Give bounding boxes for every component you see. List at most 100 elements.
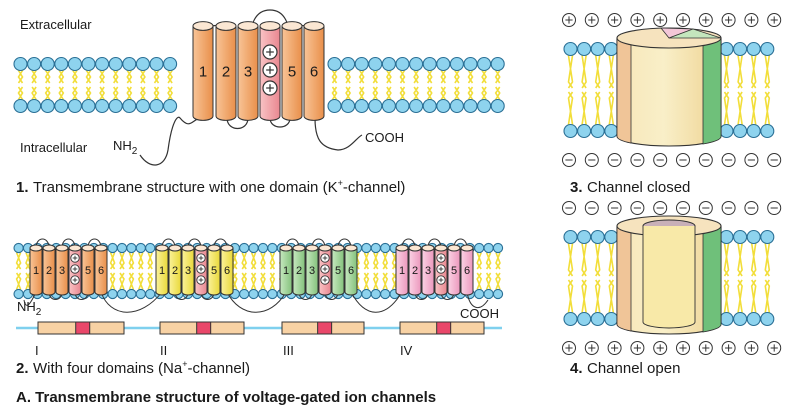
minus-circle-icon: [585, 154, 598, 167]
plus-circle-icon: [745, 14, 758, 27]
figure-title: A. Transmembrane structure of voltage-ga…: [16, 389, 436, 406]
helix-number: 6: [224, 265, 230, 277]
lipid-head: [369, 58, 382, 71]
caption-4: Channel open: [587, 360, 680, 377]
lipid-head: [96, 58, 109, 71]
membrane-closed-left: [564, 43, 618, 138]
helix-top: [95, 245, 107, 251]
lipid-head: [437, 58, 450, 71]
lipid-head: [68, 58, 81, 71]
caption-3-number: 3.: [570, 179, 583, 196]
helix-segment-6: 6: [304, 22, 324, 121]
loop-nh2: [140, 117, 200, 165]
lipid-head: [423, 58, 436, 71]
channel-subunit-green: [703, 38, 721, 144]
domain-4-helix-2: 2: [409, 245, 421, 295]
lipid-head: [591, 43, 604, 56]
plus-circle-icon: [745, 342, 758, 355]
domain-3-helix-6: 6: [345, 245, 357, 295]
helix-number: 6: [348, 265, 354, 277]
minus-circle-icon: [563, 154, 576, 167]
plus-circle-icon: [263, 63, 277, 77]
domain-2-helix-2: 2: [169, 245, 181, 295]
lipid-head: [268, 243, 277, 252]
channel-subunit-green: [703, 226, 721, 332]
lipid-head: [362, 243, 371, 252]
lipid-head: [578, 125, 591, 138]
helix-top: [345, 245, 357, 251]
plus-circle-icon: [563, 342, 576, 355]
plus-circle-icon: [321, 276, 329, 284]
minus-circle-icon: [745, 202, 758, 215]
channel-subunit-orange: [617, 226, 631, 331]
domain-1-helix-6: 6: [95, 245, 107, 295]
cooh-label-2: COOH: [460, 306, 499, 321]
plus-circle-icon: [585, 342, 598, 355]
plus-circle-icon: [699, 342, 712, 355]
lipid-head: [164, 58, 177, 71]
lipid-head: [258, 243, 267, 252]
helix-segment-3: 3: [238, 22, 258, 121]
lipid-head: [605, 313, 618, 326]
lipid-tails: [725, 56, 770, 125]
lipid-head: [478, 100, 491, 113]
plus-circle-icon: [263, 81, 277, 95]
domain-4-helix-3: 3: [422, 245, 434, 295]
lipid-head: [150, 58, 163, 71]
helix-top: [332, 245, 344, 251]
lipid-head: [747, 313, 760, 326]
helix-number: 1: [283, 265, 289, 277]
lipid-head: [464, 58, 477, 71]
domain-1-helix-3: 3: [56, 245, 68, 295]
lipid-head: [734, 125, 747, 138]
lipid-head: [493, 243, 502, 252]
lipid-head: [371, 243, 380, 252]
lipid-head: [591, 125, 604, 138]
lipid-head: [249, 243, 258, 252]
helix-top: [396, 245, 408, 251]
lipid-tails: [19, 71, 173, 100]
helix-top: [238, 22, 258, 31]
helix-number: 3: [425, 265, 431, 277]
helix-top: [282, 22, 302, 31]
lipid-head: [342, 58, 355, 71]
lipid-head: [14, 289, 23, 298]
helix-top: [216, 22, 236, 31]
domain-3-helix-5: 5: [332, 245, 344, 295]
lipid-head: [127, 243, 136, 252]
helix-top: [409, 245, 421, 251]
lipid-head: [328, 100, 341, 113]
helix-top: [293, 245, 305, 251]
membrane-panel-1-left: [14, 58, 177, 113]
lipid-head: [108, 243, 117, 252]
domain-label-ii: II: [160, 343, 167, 358]
domain-2-helix-5: 5: [208, 245, 220, 295]
plus-circle-icon: [71, 276, 79, 284]
helix-number: 2: [172, 265, 178, 277]
minus-circle-icon: [722, 202, 735, 215]
lipid-head: [108, 289, 117, 298]
lipid-head: [450, 58, 463, 71]
helix-top: [461, 245, 473, 251]
lipid-head: [268, 289, 277, 298]
helix-segment-1: 1: [193, 22, 213, 121]
lipid-head: [720, 231, 733, 244]
minus-circle-icon: [585, 202, 598, 215]
plus-circle-icon: [768, 14, 781, 27]
caption-2-number: 2.: [16, 360, 29, 377]
lipid-head: [136, 58, 149, 71]
lipid-head: [355, 58, 368, 71]
lipid-head: [355, 100, 368, 113]
minus-circle-icon: [654, 202, 667, 215]
plus-circle-icon: [321, 254, 329, 262]
helix-top: [319, 245, 331, 251]
caption-4-number: 4.: [570, 360, 583, 377]
minus-circle-icon: [563, 202, 576, 215]
lipid-head: [41, 58, 54, 71]
helix-top: [260, 22, 280, 31]
helix-number: 5: [211, 265, 217, 277]
lipid-head: [761, 313, 774, 326]
helix-number: 1: [159, 265, 165, 277]
domain-1-helix-5: 5: [82, 245, 94, 295]
lipid-head: [82, 100, 95, 113]
